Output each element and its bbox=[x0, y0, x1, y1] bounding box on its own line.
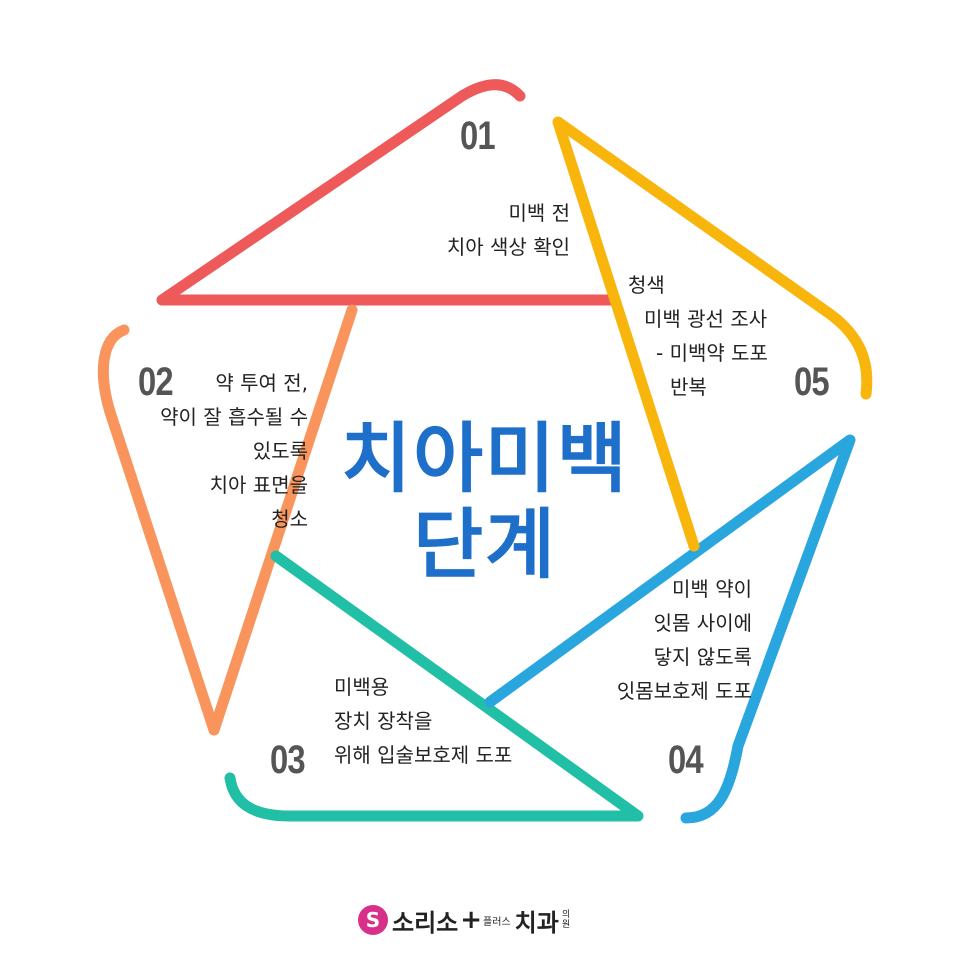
logo-text-1: 소리소 bbox=[392, 908, 459, 937]
step-01-line: 치아 색상 확인 bbox=[446, 235, 570, 259]
step-02-number: 02 bbox=[138, 360, 174, 404]
step-01-text: 미백 전 치아 색상 확인 bbox=[420, 196, 570, 264]
step-04-text: 미백 약이 잇몸 사이에 닿지 않도록 잇몸보호제 도포 bbox=[560, 572, 752, 708]
step-05-text: 청색 미백 광선 조사 - 미백약 도포 반복 bbox=[628, 268, 768, 404]
step-02-line: 약이 잘 흡수될 수 bbox=[160, 405, 308, 429]
logo-text-2: 치과 bbox=[514, 908, 559, 937]
step-02-stroke bbox=[97, 304, 358, 736]
step-04-line: 잇몸보호제 도포 bbox=[616, 679, 752, 703]
logo-plus-icon: + bbox=[460, 905, 483, 935]
logo-mark-icon: S bbox=[358, 905, 388, 935]
step-05-line: 반복 bbox=[670, 375, 707, 399]
step-03-number: 03 bbox=[270, 738, 306, 782]
step-05-line: - 미백약 도포 bbox=[656, 341, 768, 365]
logo-text-tiny: 의원 bbox=[561, 910, 571, 930]
step-03-line: 위해 입술보호제 도포 bbox=[334, 743, 513, 767]
step-01-line: 미백 전 bbox=[508, 201, 570, 225]
step-02-line: 치아 표면을 bbox=[209, 473, 308, 497]
step-04-number: 04 bbox=[668, 738, 704, 782]
step-02-line: 있도록 bbox=[252, 439, 308, 463]
step-01-stroke bbox=[156, 79, 618, 306]
step-04-line: 닿지 않도록 bbox=[653, 645, 752, 669]
step-03-text: 미백용 장치 장착을 위해 입술보호제 도포 bbox=[334, 670, 512, 772]
step-02-text: 약 투여 전, 약이 잘 흡수될 수 있도록 치아 표면을 청소 bbox=[118, 366, 308, 536]
step-04-stroke bbox=[484, 434, 856, 824]
diagram-title: 치아미백 단계 bbox=[300, 416, 670, 588]
step-05-line: 청색 bbox=[628, 273, 665, 297]
step-04-line: 미백 약이 bbox=[672, 577, 752, 601]
title-line-2: 단계 bbox=[413, 500, 557, 589]
title-line-1: 치아미백 bbox=[341, 414, 629, 503]
step-04-line: 잇몸 사이에 bbox=[653, 611, 752, 635]
clinic-logo: S 소리소 + 플러스 치과 의원 bbox=[358, 900, 574, 940]
step-05-number: 05 bbox=[794, 360, 830, 404]
step-03-line: 미백용 bbox=[334, 675, 390, 699]
step-03-line: 장치 장착을 bbox=[334, 709, 433, 733]
step-03-stroke bbox=[224, 550, 644, 822]
logo-text-small: 플러스 bbox=[483, 916, 511, 928]
step-01-number: 01 bbox=[460, 114, 496, 158]
step-05-stroke bbox=[552, 116, 873, 552]
step-02-line: 청소 bbox=[271, 507, 308, 531]
step-05-line: 미백 광선 조사 bbox=[644, 307, 768, 331]
step-02-line: 약 투여 전, bbox=[215, 371, 308, 395]
